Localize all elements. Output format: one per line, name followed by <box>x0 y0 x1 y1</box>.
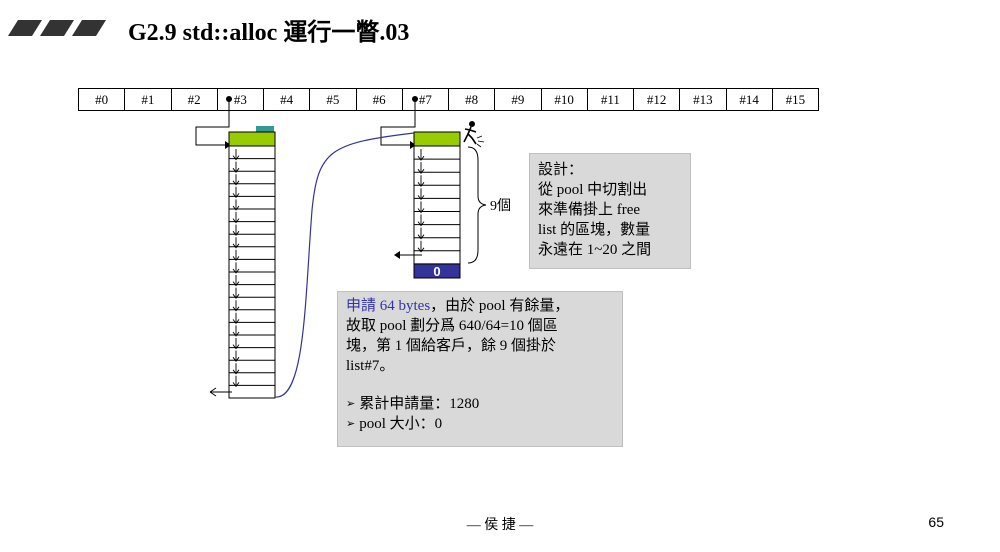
bullet-icon: ➢ <box>346 418 356 430</box>
slot-11: #11 <box>588 89 634 110</box>
bullet-total-requested: 累計申請量：1280 <box>359 396 480 412</box>
slot-15: #15 <box>785 91 806 107</box>
slot-8: #8 <box>449 89 496 110</box>
design-note-line: 來準備掛上 free <box>538 202 641 218</box>
next-pointer-arrow <box>232 212 240 224</box>
design-note-line: 設計： <box>538 162 584 178</box>
next-pointer-arrow <box>232 199 240 211</box>
next-pointer-arrow <box>232 161 240 173</box>
allocated-block <box>228 131 276 147</box>
request-line2: 故取 pool 劃分爲 640/64=10 個區 <box>346 318 558 334</box>
next-pointer-arrow <box>417 227 425 240</box>
next-pointer-arrow <box>232 237 240 249</box>
request-line4: list#7。 <box>346 358 395 374</box>
client-block <box>256 126 274 132</box>
next-pointer-arrow <box>417 201 425 214</box>
footer-author: — 侯 捷 — <box>466 518 534 533</box>
parallelogram-icons <box>8 20 106 36</box>
request-line1: ，由於 pool 有餘量， <box>430 298 570 314</box>
pool-zero-label: 0 <box>433 264 440 279</box>
design-note-line: 從 pool 中切割出 <box>538 182 648 198</box>
next-pointer-arrow <box>232 312 240 325</box>
list7-chain: 0 9個 <box>380 96 511 279</box>
next-pointer-arrow <box>232 300 240 312</box>
title-decoration <box>8 14 108 44</box>
slot-0: #0 <box>79 89 126 110</box>
design-note: 設計： 從 pool 中切割出 來準備掛上 free list 的區塊，數量 永… <box>529 153 691 269</box>
slot-7: #7 <box>403 89 449 110</box>
next-pointer-arrow <box>417 240 425 253</box>
next-pointer-arrow <box>232 287 240 299</box>
slot-14: #14 <box>727 89 773 110</box>
slot-3: #3 <box>218 89 264 110</box>
slot-13: #13 <box>680 89 727 110</box>
list3-chain <box>195 96 276 399</box>
free-list-array: #0#1#2#3#4#5#6#7#8#9#10#11#12#13#14 #15 <box>78 88 819 111</box>
bullet-icon: ➢ <box>346 398 356 410</box>
design-note-line: 永遠在 1~20 之間 <box>538 242 652 258</box>
next-pointer-arrow <box>417 175 425 188</box>
slot-5: #5 <box>310 89 357 110</box>
next-pointer-arrow <box>232 174 240 186</box>
next-pointer-arrow <box>417 149 425 161</box>
request-highlight: 申請 64 bytes <box>346 298 431 314</box>
running-man-icon <box>463 121 485 148</box>
slot-12: #12 <box>634 89 681 110</box>
next-pointer-arrow <box>232 350 240 362</box>
list3-tail-arrow <box>209 387 232 397</box>
design-note-line: list 的區塊，數量 <box>538 222 651 238</box>
request-note: 申請 64 bytes，由於 pool 有餘量， 故取 pool 劃分爲 640… <box>337 291 623 447</box>
slot-2: #2 <box>172 89 218 110</box>
next-pointer-arrow <box>232 149 240 161</box>
pool-block <box>413 263 461 279</box>
next-pointer-arrow <box>232 249 240 262</box>
next-pointer-arrow <box>232 262 240 274</box>
page-number: 65 <box>928 514 944 530</box>
next-pointer-arrow <box>417 214 425 227</box>
next-pointer-arrow <box>232 186 240 199</box>
slot-4: #4 <box>264 89 311 110</box>
next-pointer-arrow <box>417 188 425 201</box>
next-pointer-arrow <box>417 162 425 174</box>
pool-curve <box>274 132 415 398</box>
request-line3: 塊，第 1 個給客戶，餘 9 個掛於 <box>346 338 557 354</box>
next-pointer-arrow <box>232 224 240 236</box>
list7-head-block <box>413 131 461 147</box>
next-pointer-arrow <box>232 375 240 388</box>
brace <box>467 146 487 264</box>
slot-10: #10 <box>542 89 588 110</box>
count-label: 9個 <box>490 198 511 214</box>
bullet-pool-size: pool 大小：0 <box>359 416 443 432</box>
next-pointer-arrow <box>232 363 240 375</box>
page-title: G2.9 std::alloc 運行一瞥.03 <box>128 20 410 46</box>
slot-9: #9 <box>495 89 542 110</box>
next-pointer-arrow <box>232 275 240 287</box>
next-pointer-arrow <box>232 338 240 350</box>
slot-1: #1 <box>125 89 172 110</box>
slot-6: #6 <box>357 89 403 110</box>
next-pointer-arrow <box>232 325 240 337</box>
